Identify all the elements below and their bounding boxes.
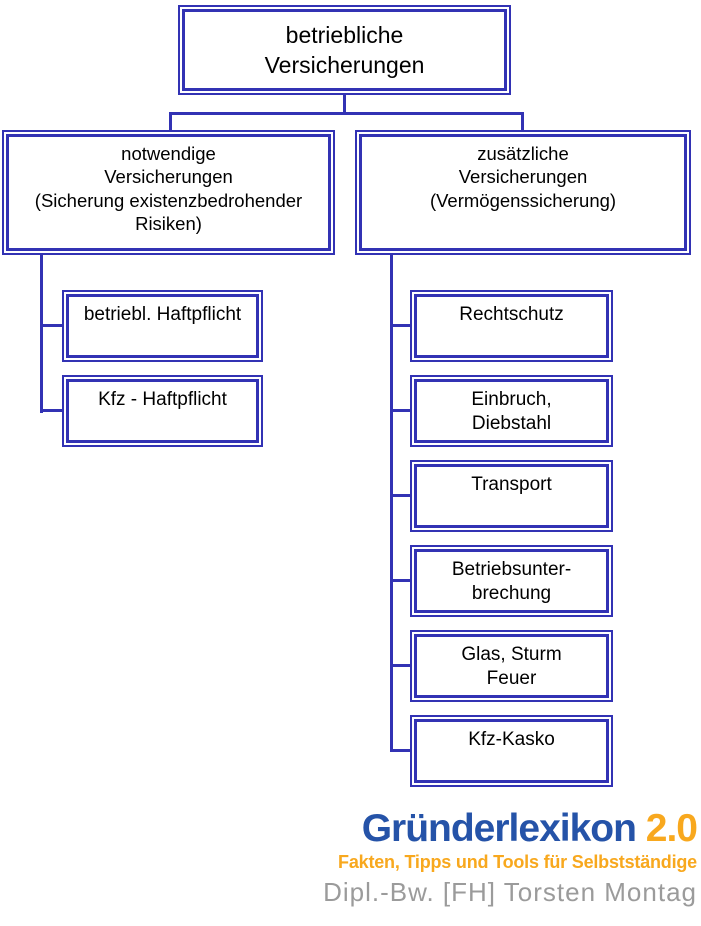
leaf-label: betriebl. Haftpflicht (66, 294, 259, 358)
leaf-label: Transport (414, 464, 609, 528)
leaf-einbruch-diebstahl: Einbruch, Diebstahl (410, 375, 613, 447)
branch-zusaetzliche-versicherungen: zusätzliche Versicherungen (Vermögenssic… (355, 130, 691, 255)
brand-space (636, 807, 646, 850)
connector-left-stub-0 (40, 324, 63, 327)
leaf-label: Betriebsunter- brechung (414, 549, 609, 613)
connector-right-stub-2 (390, 494, 411, 497)
footer-logo-block: Gründerlexikon 2.0 Fakten, Tipps und Too… (0, 807, 698, 908)
root-node-label: betriebliche Versicherungen (182, 9, 507, 91)
connector-right-stub-1 (390, 409, 411, 412)
brand-name: Gründerlexikon (361, 807, 637, 850)
leaf-rechtschutz: Rechtschutz (410, 290, 613, 362)
connector-root-drop (343, 95, 346, 113)
branch-notwendige-versicherungen: notwendige Versicherungen (Sicherung exi… (2, 130, 335, 255)
leaf-label: Kfz - Haftpflicht (66, 379, 259, 443)
branch-right-label: zusätzliche Versicherungen (Vermögenssic… (359, 134, 687, 251)
connector-root-cross (169, 112, 524, 115)
leaf-kfz-kasko: Kfz-Kasko (410, 715, 613, 787)
leaf-label: Glas, Sturm Feuer (414, 634, 609, 698)
leaf-glas-sturm-feuer: Glas, Sturm Feuer (410, 630, 613, 702)
author-credit: Dipl.-Bw. [FH] Torsten Montag (323, 877, 697, 908)
leaf-label: Kfz-Kasko (414, 719, 609, 783)
branch-left-label: notwendige Versicherungen (Sicherung exi… (6, 134, 331, 251)
connector-right-stub-5 (390, 749, 411, 752)
leaf-label: Einbruch, Diebstahl (414, 379, 609, 443)
brand-tagline: Fakten, Tipps und Tools für Selbstständi… (338, 851, 697, 872)
connector-left-spine (40, 255, 43, 413)
connector-left-branch-drop (169, 112, 172, 131)
leaf-kfz-haftpflicht: Kfz - Haftpflicht (62, 375, 263, 447)
connector-right-stub-4 (390, 664, 411, 667)
connector-right-spine (390, 255, 393, 752)
connector-left-stub-1 (40, 409, 63, 412)
leaf-betriebsunterbrechung: Betriebsunter- brechung (410, 545, 613, 617)
brand-version: 2.0 (645, 807, 698, 850)
root-node-betriebliche-versicherungen: betriebliche Versicherungen (178, 5, 511, 95)
leaf-label: Rechtschutz (414, 294, 609, 358)
leaf-betriebl-haftpflicht: betriebl. Haftpflicht (62, 290, 263, 362)
connector-right-stub-3 (390, 579, 411, 582)
connector-right-stub-0 (390, 324, 411, 327)
leaf-transport: Transport (410, 460, 613, 532)
connector-right-branch-drop (521, 112, 524, 131)
brand-line: Gründerlexikon 2.0 (0, 807, 698, 851)
